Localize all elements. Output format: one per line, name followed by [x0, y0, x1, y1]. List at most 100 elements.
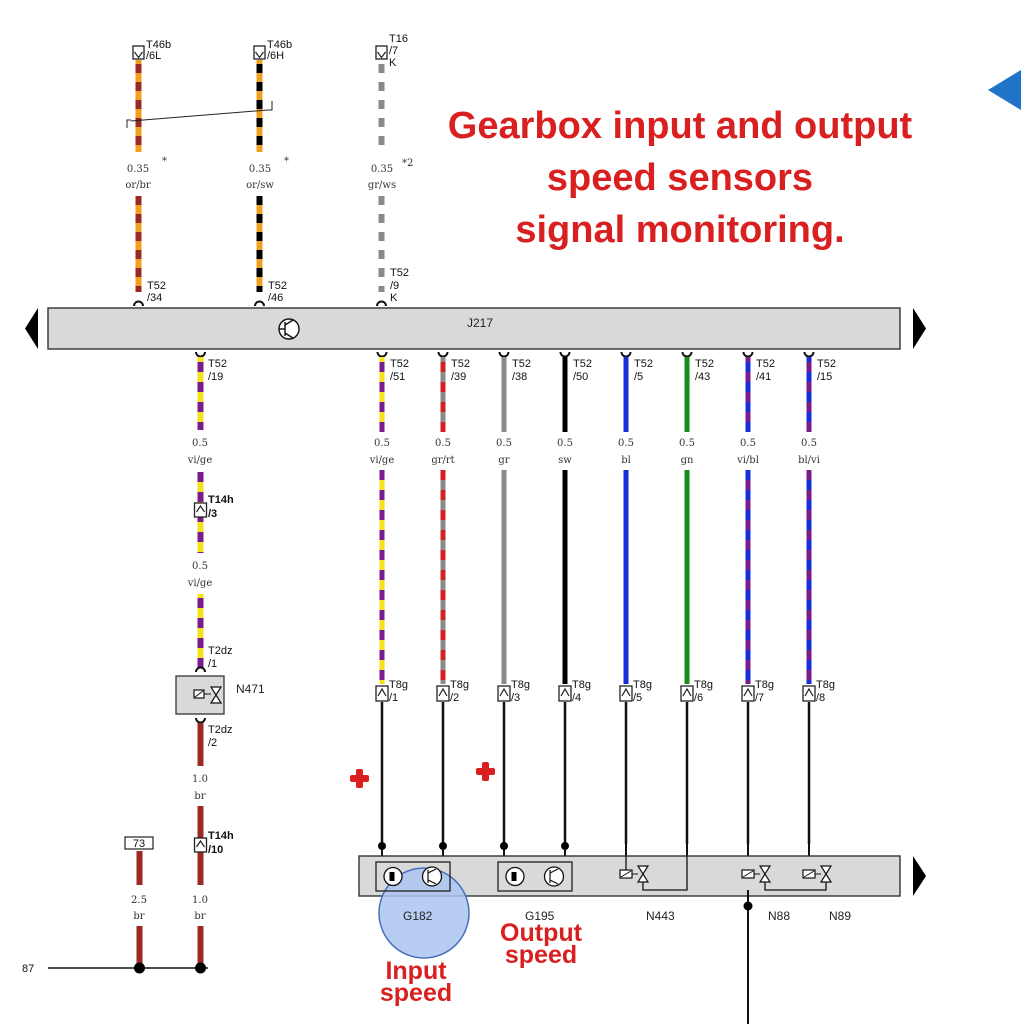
wire-size-label: 0.5	[618, 438, 634, 449]
sensor-valve-module: G182 G195 N443 N88 N89	[358, 855, 926, 1024]
t8g-connector	[619, 685, 633, 702]
t16-pin-k: K	[389, 57, 397, 69]
wire-color-label: gr/rt	[431, 455, 454, 466]
pin-plug	[559, 351, 571, 358]
pin-plug	[498, 351, 510, 358]
box-73-label: 73	[133, 838, 145, 850]
t52-pin: /41	[756, 371, 771, 383]
t52-label: T52	[634, 358, 653, 370]
n471-label: N471	[236, 682, 265, 696]
annotation-line: speed	[379, 979, 453, 1007]
wire-size-label: 0.5	[496, 438, 512, 449]
title-line: speed sensors	[546, 157, 814, 199]
pin-plug	[742, 351, 754, 358]
t2dz-pin: /1	[208, 658, 217, 670]
t2dz-label: T2dz	[208, 645, 232, 657]
wire-color-label: bl	[621, 455, 631, 466]
wire-size-label: 0.5	[192, 561, 208, 572]
junction-dot	[195, 962, 206, 974]
g195-sensor	[497, 861, 573, 892]
t46b-connector-b	[253, 45, 266, 60]
wire-size-label: 0.5	[192, 438, 208, 449]
t8g-connector	[497, 685, 511, 702]
left-column: 73 87 T52 /19 0.5 vi/ge T14h /3 0.5 vi/g…	[22, 351, 265, 975]
pin-plug	[437, 351, 449, 358]
t8g-pin: /2	[450, 692, 459, 704]
pin-plug	[620, 351, 632, 358]
top-wire-group: T46b /6L T46b /6H T16 /7 K 0.35 or/br * …	[125, 33, 413, 307]
t8g-label: T8g	[572, 679, 591, 691]
t8g-connector-arrow	[438, 687, 448, 697]
wire-color-label: gr/ws	[368, 180, 396, 191]
box-73	[124, 836, 154, 850]
wire-color-label: vi/ge	[187, 455, 213, 466]
j217-label: J217	[467, 316, 493, 330]
t52-pin: /50	[573, 371, 588, 383]
t8g-connector-arrow	[377, 687, 387, 697]
t2dz-label: T2dz	[208, 724, 232, 736]
t52-pin: /19	[208, 371, 223, 383]
wire-size-label: 0.5	[679, 438, 695, 449]
t46b-connector-a	[132, 45, 145, 60]
t8g-connector	[436, 685, 450, 702]
n89-label: N89	[829, 909, 851, 923]
t52-label: T52	[390, 267, 409, 279]
n88-valve	[741, 865, 772, 883]
junction-dot	[439, 842, 447, 850]
output-speed-annotation: Output speed	[488, 921, 594, 969]
wire-color-label: br	[194, 791, 205, 802]
t8g-connector	[802, 685, 816, 702]
pin-plug	[133, 300, 144, 307]
t8g-connector-arrow	[682, 687, 692, 697]
junction-dot	[134, 962, 145, 974]
wire-color-label: or/br	[125, 180, 151, 191]
t8g-label: T8g	[633, 679, 652, 691]
wire-size-label: 1.0	[192, 895, 208, 906]
input-speed-annotation: Input speed	[368, 959, 464, 1007]
wire-size-label: 2.5	[131, 895, 147, 906]
g182-label: G182	[403, 909, 433, 923]
t8g-pin: /6	[694, 692, 703, 704]
t52-label: T52	[208, 358, 227, 370]
j217-module: J217	[25, 307, 926, 350]
t8g-label: T8g	[755, 679, 774, 691]
n443-label: N443	[646, 909, 675, 923]
junction-dot	[743, 901, 753, 911]
twisted-pair-marker	[126, 101, 273, 128]
t52-pin-k: K	[390, 292, 398, 304]
t8g-label: T8g	[511, 679, 530, 691]
t52-label: T52	[695, 358, 714, 370]
t52-pin: /34	[147, 292, 162, 304]
t52-pin: /5	[634, 371, 643, 383]
plus-marker	[350, 769, 369, 788]
wire-color-label: gn	[681, 455, 694, 466]
t8g-connector	[375, 685, 389, 702]
pin-plug	[376, 300, 387, 307]
pin-plug	[681, 351, 693, 358]
t52-pin: /39	[451, 371, 466, 383]
pin-plug	[195, 351, 206, 358]
t16-label: T16	[389, 33, 408, 45]
t8g-label: T8g	[694, 679, 713, 691]
wire-color-label: br	[194, 911, 205, 922]
t52-pin: /9	[390, 280, 399, 292]
t8g-connector-arrow	[804, 687, 814, 697]
t52-pin: /43	[695, 371, 710, 383]
pin-plug	[254, 300, 265, 307]
annotation-line: speed	[504, 941, 578, 969]
t8g-connector-arrow	[621, 687, 631, 697]
t52-label: T52	[573, 358, 592, 370]
t52-label: T52	[147, 280, 166, 292]
edge-87-label: 87	[22, 963, 34, 975]
t52-label: T52	[756, 358, 775, 370]
wire-color-label: sw	[558, 455, 572, 466]
t52-label: T52	[817, 358, 836, 370]
wire-note: *2	[402, 158, 413, 169]
t52-pin: /15	[817, 371, 832, 383]
t52-pin: /51	[390, 371, 405, 383]
right-continuation-arrow	[913, 856, 926, 896]
t14h-label: T14h	[208, 494, 234, 506]
diagram-title: Gearbox input and output speed sensors s…	[400, 100, 960, 256]
